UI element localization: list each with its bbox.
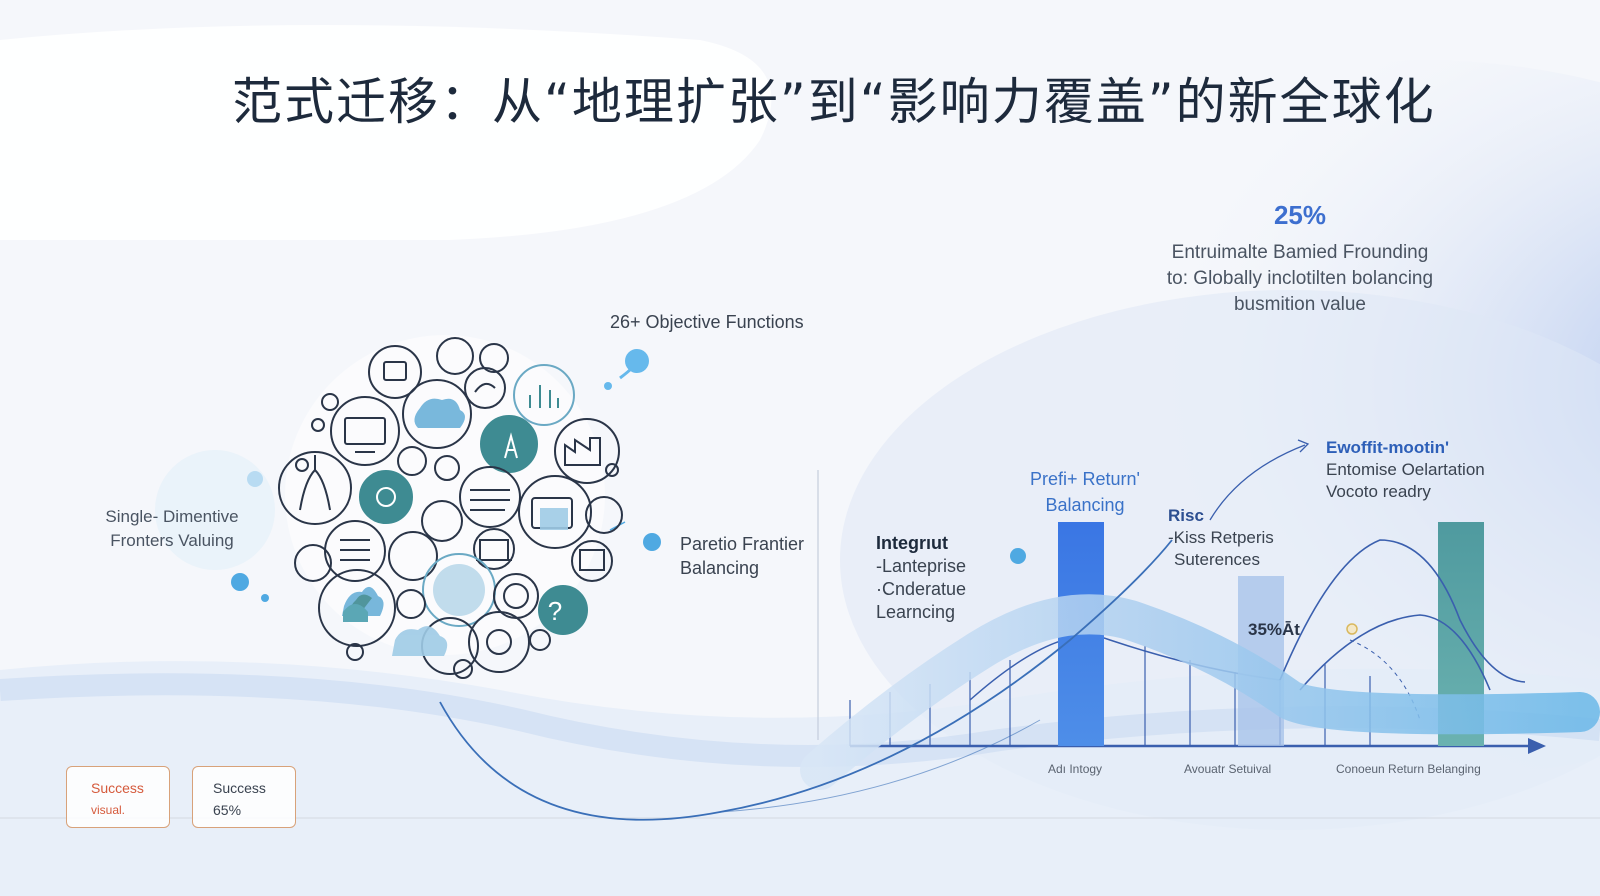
integrity-label: Integrıut -Lanteprise ·Cnderatue Learnci… bbox=[876, 532, 966, 624]
pct-35-label: 35%Āt bbox=[1248, 620, 1300, 639]
objective-functions-label: 26+ Objective Functions bbox=[610, 312, 804, 332]
svg-text:?: ? bbox=[548, 596, 562, 626]
tablet-icon bbox=[368, 345, 422, 399]
profit-return-line-2: Balancing bbox=[1045, 495, 1125, 515]
risk-title: Risc bbox=[1168, 506, 1204, 525]
risk-label: Risc -Kiss Retperis Suterences bbox=[1168, 505, 1274, 571]
pareto-line-2: Balancing bbox=[680, 558, 760, 578]
integrity-line-3: Learncing bbox=[876, 602, 956, 622]
pareto-label: Paretio Frantier Balancing bbox=[680, 532, 804, 580]
axis-label-2: Avouatr Setuival bbox=[1184, 762, 1272, 776]
card-1-line-2: visual. bbox=[91, 803, 126, 817]
profit-return-label: Prefi+ Return' Balancing bbox=[1010, 466, 1160, 518]
single-dimension-line-2: Fronters Valuing bbox=[110, 531, 234, 550]
evolution-label: Ewoffit-mootin' Entomise Oelartation Voc… bbox=[1326, 437, 1485, 503]
stat-desc-line-1: Entruimalte Bamied Frounding bbox=[1171, 242, 1429, 263]
evolution-title: Ewoffit-mootin' bbox=[1326, 438, 1450, 457]
single-dimension-label: Single- Dimentive Fronters Valuing bbox=[82, 505, 262, 553]
profit-return-line-1: Prefi+ Return' bbox=[1030, 469, 1140, 489]
axis-label-3: Conoeun Return Belanging bbox=[1336, 762, 1481, 776]
integrity-line-1: -Lanteprise bbox=[876, 556, 967, 576]
evolution-line-1: Entomise Oelartation bbox=[1326, 460, 1485, 479]
stat-desc-line-3: busmition value bbox=[1233, 294, 1367, 315]
success-card-percent: Success 65% bbox=[192, 766, 296, 828]
card-1-line-1: Success bbox=[91, 780, 144, 796]
stat-description: Entruimalte Bamied Frounding to: Globall… bbox=[1150, 240, 1450, 318]
risk-line-2: Suterences bbox=[1174, 550, 1260, 569]
single-dimension-line-1: Single- Dimentive bbox=[105, 507, 239, 526]
card-2-line-2: 65% bbox=[213, 802, 242, 818]
evolution-line-2: Vocoto readry bbox=[1326, 482, 1431, 501]
axis-label-1: Adı Intogy bbox=[1048, 762, 1103, 776]
page-title: 范式迁移：从“地理扩张”到“影响力覆盖”的新全球化 bbox=[232, 73, 1436, 131]
stat-desc-line-2: to: Globally inclotilten bolancing bbox=[1166, 268, 1434, 289]
success-card-visual: Success visual. bbox=[66, 766, 170, 828]
integrity-line-2: ·Cnderatue bbox=[876, 579, 967, 599]
stat-value: 25% bbox=[1273, 200, 1327, 230]
integrity-title: Integrıut bbox=[876, 533, 948, 553]
pareto-line-1: Paretio Frantier bbox=[680, 534, 805, 554]
card-2-line-1: Success bbox=[213, 780, 266, 796]
risk-line-1: -Kiss Retperis bbox=[1168, 528, 1274, 547]
